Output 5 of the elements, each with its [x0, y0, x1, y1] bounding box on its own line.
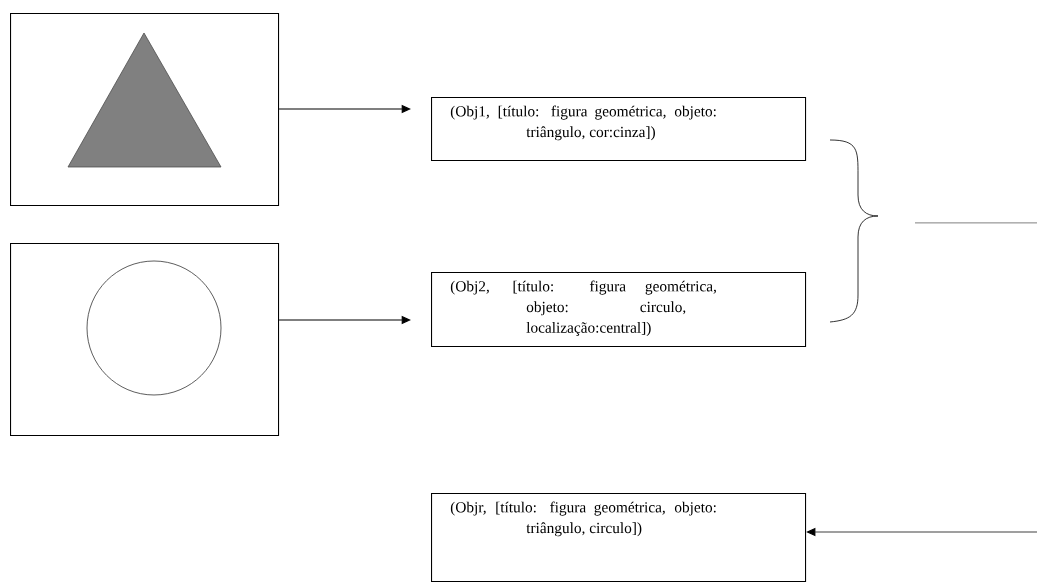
- circle-picture: [10, 243, 280, 437]
- text-box: (Obj2, [título: figura geométrica, objeto: circulo, localização:central]): [431, 272, 807, 348]
- text-box: (Objr, [título: figura geométrica, objeto: triângulo, circulo]): [431, 493, 807, 583]
- triangle-picture: [10, 13, 280, 207]
- text-box: (Obj1, [título: figura geométrica, objeto: triângulo, cor:cinza]): [431, 97, 807, 162]
